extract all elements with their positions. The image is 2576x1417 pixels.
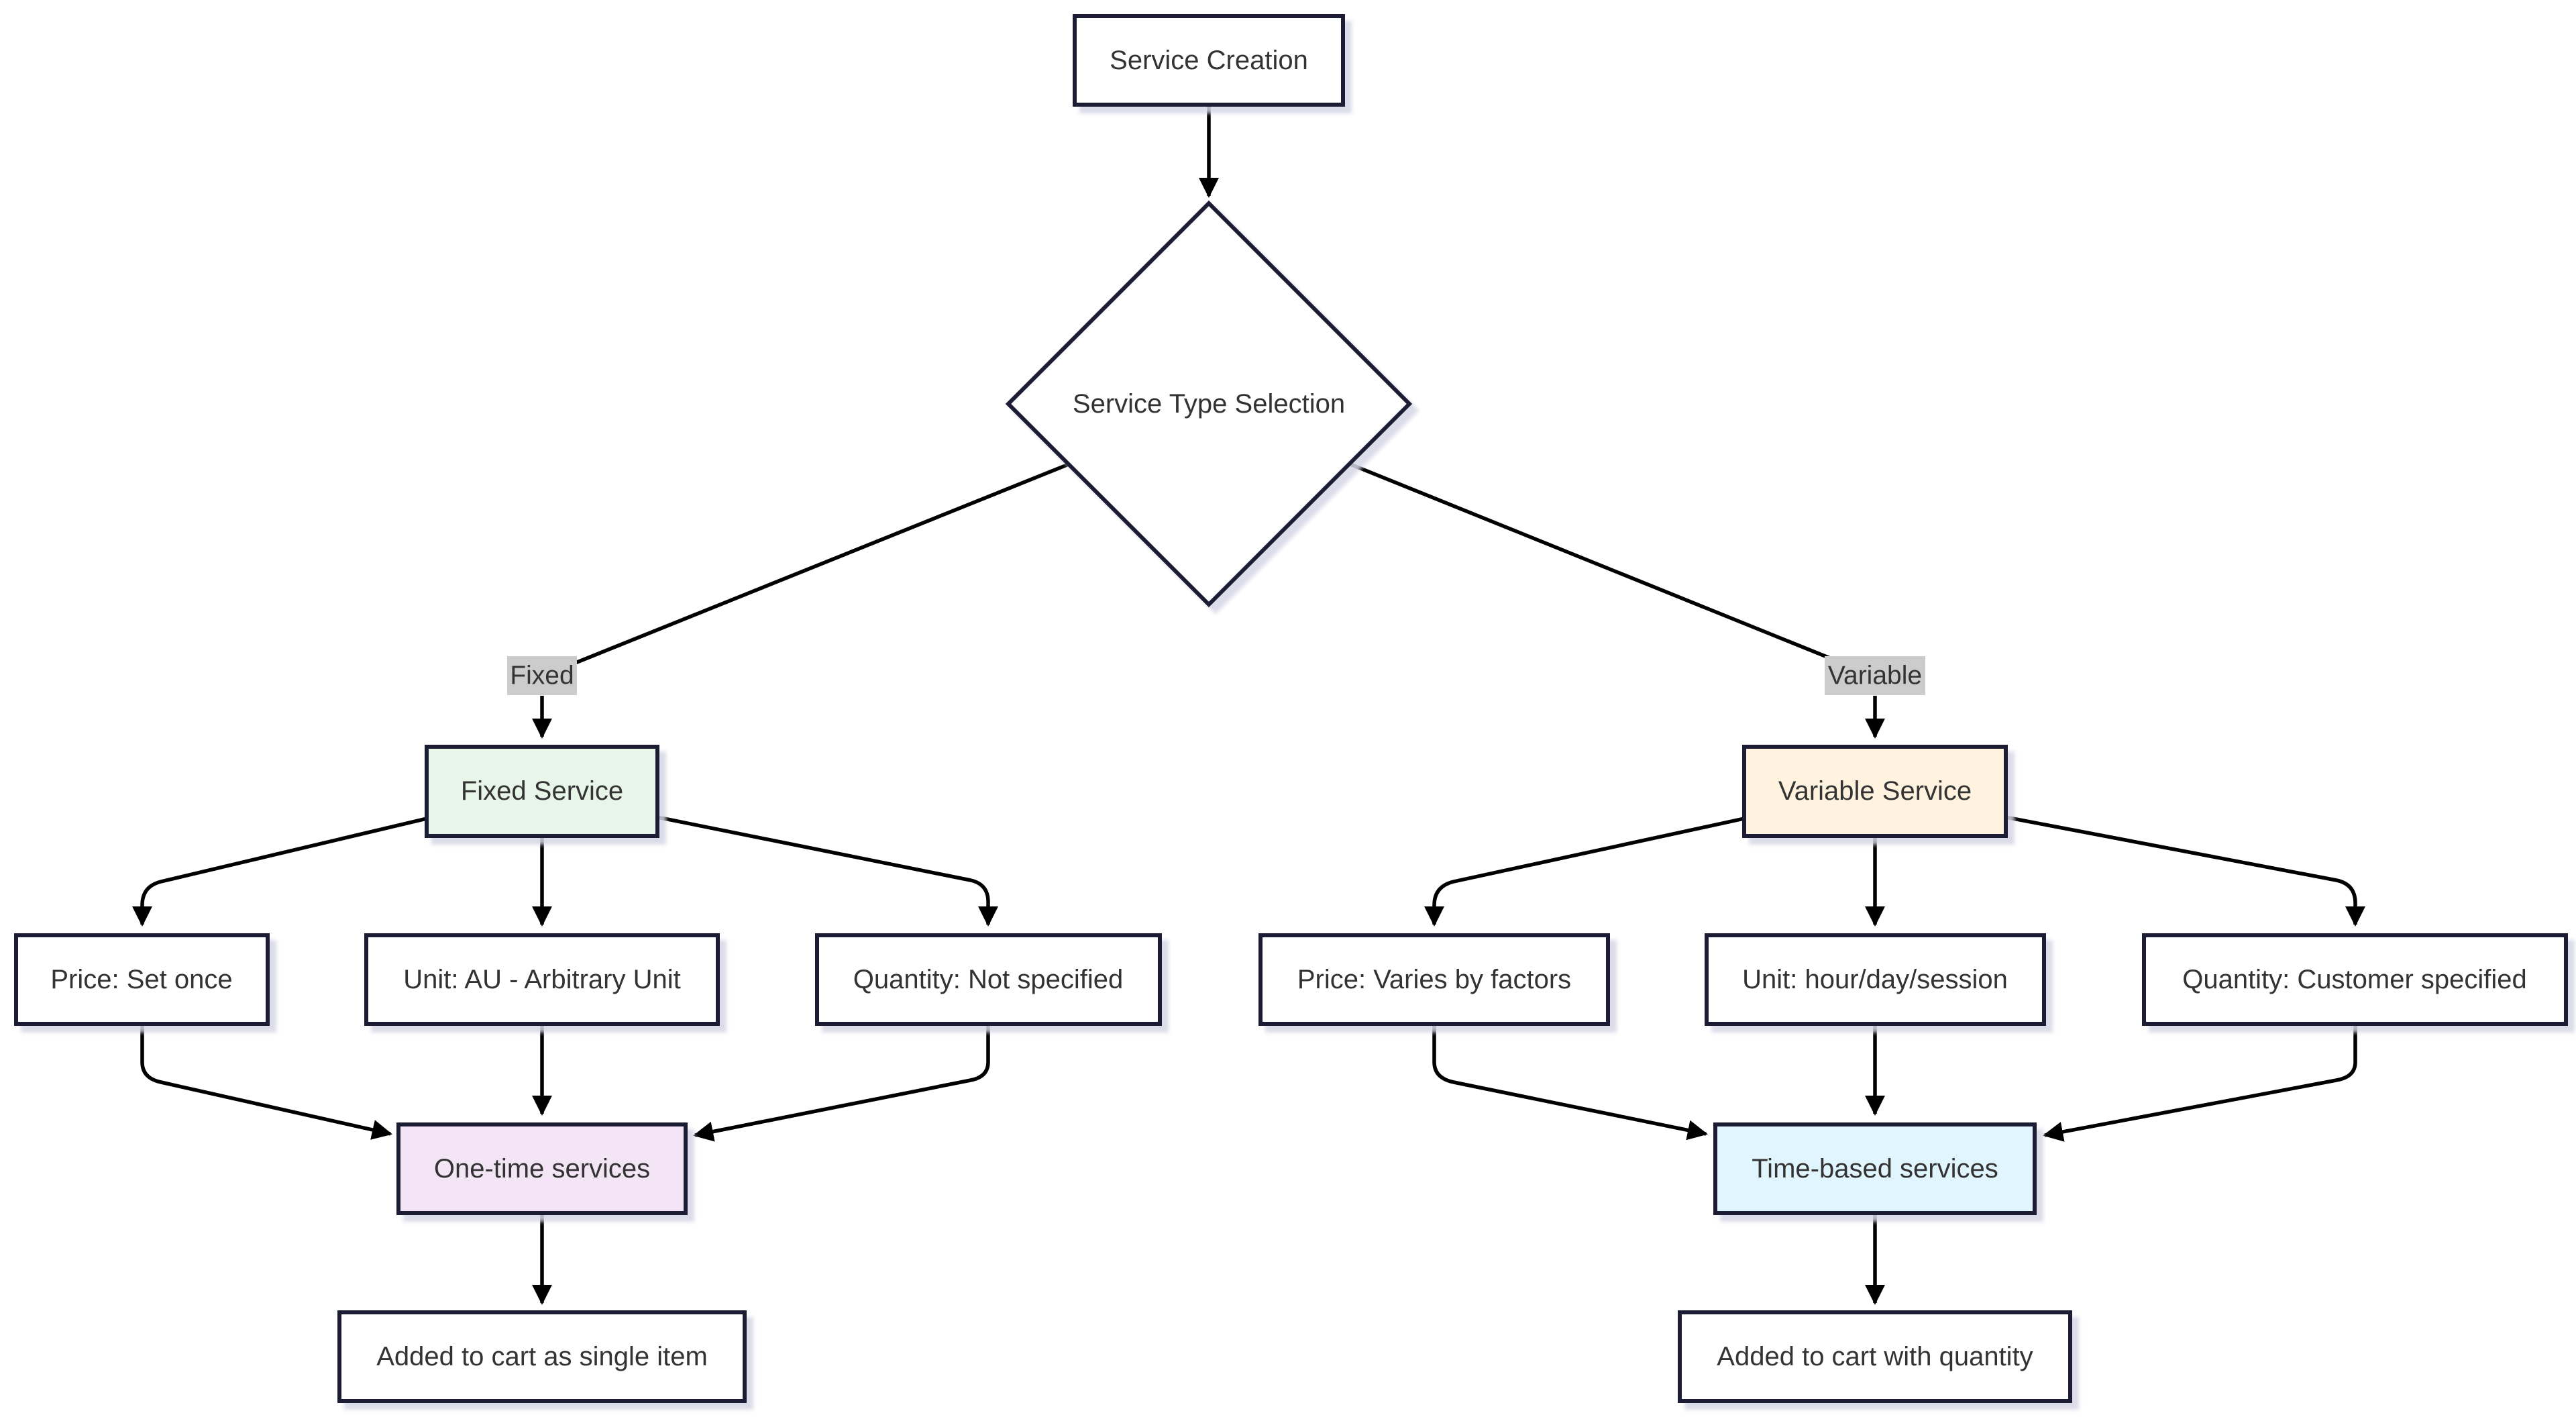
node-price-varies-label: Price: Varies by factors [1297, 965, 1571, 994]
node-quantity-not-specified: Quantity: Not specified [815, 933, 1162, 1026]
edge-price-varies-to-time-based [1432, 1025, 1708, 1141]
node-quantity-not-specified-label: Quantity: Not specified [853, 965, 1123, 994]
edge-label-variable: Variable [1825, 656, 1925, 695]
node-service-type-selection-label: Service Type Selection [1073, 389, 1345, 419]
edge-label-variable-text: Variable [1828, 662, 1922, 690]
node-added-with-quantity-label: Added to cart with quantity [1717, 1342, 2033, 1371]
node-added-single-item: Added to cart as single item [337, 1310, 747, 1403]
edge-quantity-not-specified-to-one-time [693, 1025, 990, 1142]
edge-selection-to-fixed-label [541, 462, 1070, 678]
node-time-based-services: Time-based services [1713, 1122, 2037, 1215]
node-one-time-services-label: One-time services [434, 1154, 650, 1184]
node-price-varies: Price: Varies by factors [1258, 933, 1610, 1026]
node-added-single-item-label: Added to cart as single item [376, 1342, 708, 1371]
node-fixed-service-label: Fixed Service [461, 776, 623, 806]
node-one-time-services: One-time services [396, 1122, 688, 1215]
node-variable-service-label: Variable Service [1778, 776, 1972, 806]
edges [131, 106, 2366, 1306]
node-service-type-selection: Service Type Selection [1005, 200, 1413, 608]
node-unit-au: Unit: AU - Arbitrary Unit [364, 933, 720, 1026]
node-unit-hour-day-session: Unit: hour/day/session [1705, 933, 2046, 1026]
node-fixed-service: Fixed Service [425, 745, 659, 838]
node-price-set-once: Price: Set once [14, 933, 270, 1026]
edge-variable-to-price-varies [1424, 817, 1745, 927]
node-unit-hour-day-session-label: Unit: hour/day/session [1742, 965, 2008, 994]
node-added-with-quantity: Added to cart with quantity [1678, 1310, 2072, 1403]
node-unit-au-label: Unit: AU - Arbitrary Unit [403, 965, 680, 994]
edge-price-set-once-to-one-time [140, 1025, 392, 1140]
edge-label-fixed-text: Fixed [510, 662, 574, 690]
edge-variable-to-quantity-customer-specified [2005, 815, 2366, 927]
node-service-creation: Service Creation [1073, 14, 1345, 107]
node-quantity-customer-specified: Quantity: Customer specified [2142, 933, 2568, 1026]
edge-fixed-to-quantity-not-specified [657, 815, 999, 927]
edge-fixed-to-price-set-once [131, 817, 427, 927]
node-variable-service: Variable Service [1742, 745, 2008, 838]
node-time-based-services-label: Time-based services [1752, 1154, 1998, 1184]
node-quantity-customer-specified-label: Quantity: Customer specified [2182, 965, 2527, 994]
edge-selection-to-variable-label [1349, 462, 1876, 678]
edge-label-fixed: Fixed [507, 656, 577, 695]
node-service-creation-label: Service Creation [1110, 46, 1308, 75]
node-price-set-once-label: Price: Set once [50, 965, 232, 994]
edge-quantity-customer-specified-to-time-based [2043, 1025, 2357, 1142]
